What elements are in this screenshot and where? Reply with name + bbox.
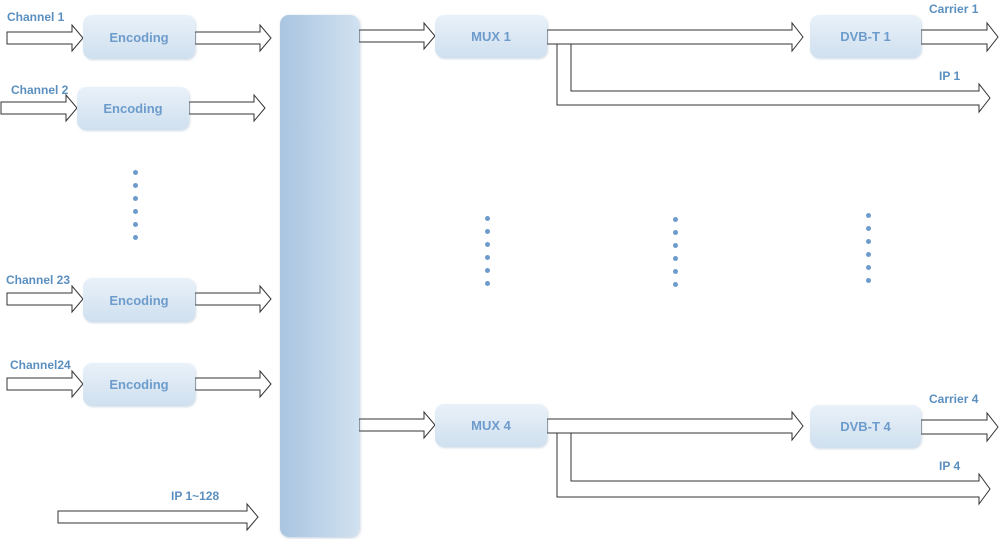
switch-bus xyxy=(280,15,359,537)
label-carrier-4: Carrier 4 xyxy=(929,392,979,406)
arrow-carrier1-out xyxy=(920,21,999,53)
encoding-box-23: Encoding xyxy=(83,278,195,322)
encoding-box-1: Encoding xyxy=(83,15,195,59)
arrow-ch24-in xyxy=(6,369,84,399)
ellipsis-ip-outputs xyxy=(673,217,679,295)
mux-box-1: MUX 1 xyxy=(435,15,547,58)
arrow-ip4-out xyxy=(556,432,991,506)
mux-box-4: MUX 4 xyxy=(435,404,547,447)
label-ip-4: IP 4 xyxy=(939,459,961,473)
ellipsis-mux xyxy=(485,216,491,294)
arrow-ch2-in xyxy=(0,93,78,123)
arrow-ch23-in xyxy=(6,284,84,314)
label-ip-input: IP 1~128 xyxy=(171,489,220,503)
encoding-box-2: Encoding xyxy=(77,87,189,130)
encoding-box-24: Encoding xyxy=(83,363,195,406)
arrow-ip1-out xyxy=(556,43,991,114)
arrow-enc24-bus xyxy=(194,369,272,399)
arrow-enc2-bus xyxy=(188,93,266,123)
arrow-bus-mux1 xyxy=(358,21,436,51)
label-ip-1: IP 1 xyxy=(939,69,961,83)
arrow-carrier4-out xyxy=(920,411,999,443)
arrow-enc23-bus xyxy=(194,284,272,314)
dvbt-box-4: DVB-T 4 xyxy=(810,405,921,448)
arrow-ch1-in xyxy=(6,23,84,53)
arrow-ip-in xyxy=(57,502,259,532)
arrow-mux1-dvbt1 xyxy=(546,21,804,53)
label-channel-1: Channel 1 xyxy=(7,10,65,24)
label-channel-24: Channel24 xyxy=(10,358,71,372)
ellipsis-channels xyxy=(133,170,139,248)
arrow-enc1-bus xyxy=(194,23,272,53)
arrow-mux4-dvbt4 xyxy=(546,410,804,442)
label-carrier-1: Carrier 1 xyxy=(929,2,979,16)
dvbt-box-1: DVB-T 1 xyxy=(810,15,921,58)
label-channel-2: Channel 2 xyxy=(11,83,69,97)
ellipsis-dvbt xyxy=(866,213,872,291)
label-channel-23: Channel 23 xyxy=(6,273,71,287)
arrow-bus-mux4 xyxy=(358,410,436,440)
